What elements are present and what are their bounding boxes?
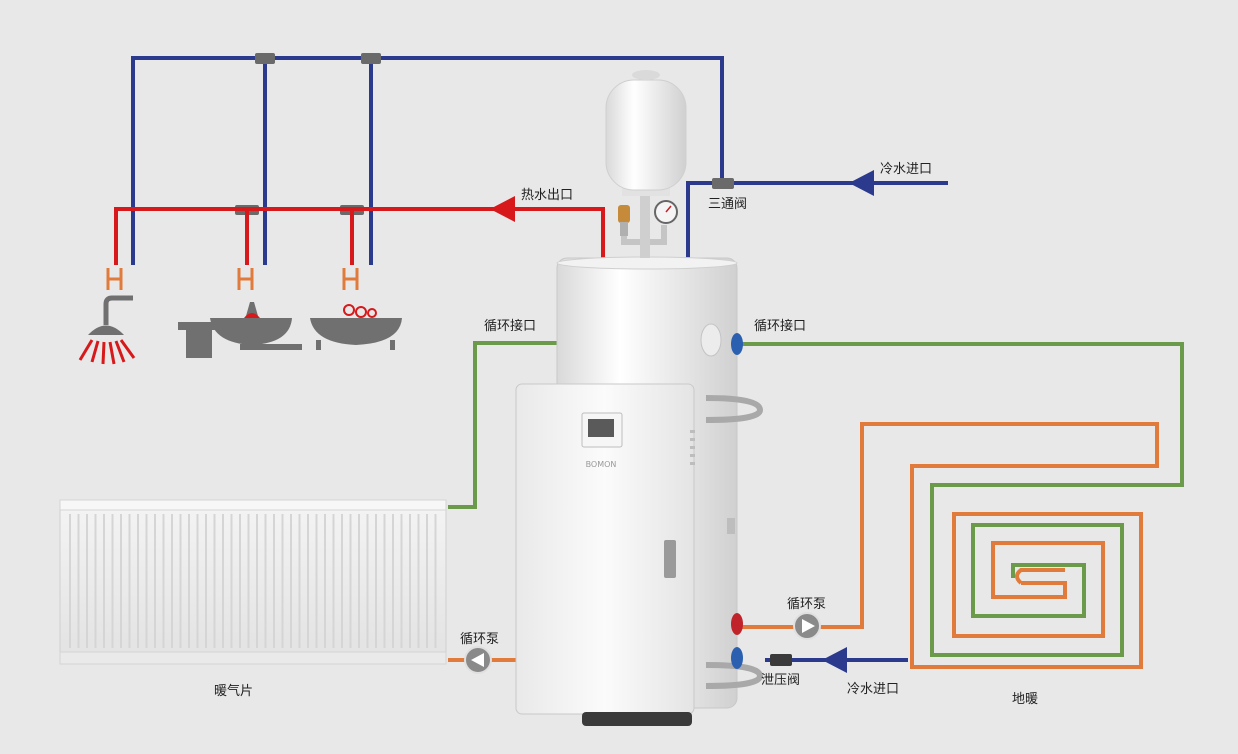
label-three-way-valve: 三通阀 [708,197,747,212]
three-way-valve-body [712,178,734,189]
faucet-icon [237,268,254,290]
label-radiator: 暖气片 [214,683,253,699]
label-floor-heating: 地暖 [1012,692,1038,707]
circulation-pipes [448,341,1184,657]
hot-main-line [114,207,605,265]
label-pressure-relief-valve: 泄压阀 [761,673,800,688]
floor-heat-return-line [742,422,1159,669]
label-circulation-port-right: 循环接口 [754,318,806,334]
expansion-tank-icon [605,70,687,258]
pump-icon [464,646,492,674]
pressure-gauge-icon [654,200,678,224]
cold-inlet-bottom-arrow [822,647,847,673]
shower-icon [78,295,136,365]
pressure-relief-valve-body [770,654,792,666]
bathtub-icon [310,304,402,350]
brand-logo: BOMON [586,460,617,469]
faucet-icon [106,268,123,290]
radiator-icon [59,499,447,665]
floor-heat-supply-line [742,342,1184,657]
faucets [106,268,359,290]
cold-inlet-top-line [686,181,948,258]
label-cold-water-inlet-bottom: 冷水进口 [847,682,899,697]
label-circulation-pump-right: 循环泵 [787,597,826,612]
radiator-supply-line [448,341,557,509]
label-cold-water-inlet-top: 冷水进口 [880,162,932,177]
faucet-icon [342,268,359,290]
label-circulation-pump-left: 循环泵 [460,632,499,647]
sink-icon [178,302,302,358]
pump-icon [793,612,821,640]
floor-heat-center-loop [1015,568,1065,585]
safety-valve [618,205,630,236]
tank-ports [731,333,743,669]
cold-inlet-top-arrow [849,170,874,196]
cabinet-handle[interactable] [664,540,676,578]
hot-outlet-arrow [490,196,515,222]
heat-pump-cabinet: BOMON [515,383,695,726]
cold-main-line [131,56,724,265]
label-circulation-port-left: 循环接口 [484,318,536,334]
hot-water-pipes [114,207,605,265]
label-hot-water-outlet: 热水出口 [521,188,573,203]
